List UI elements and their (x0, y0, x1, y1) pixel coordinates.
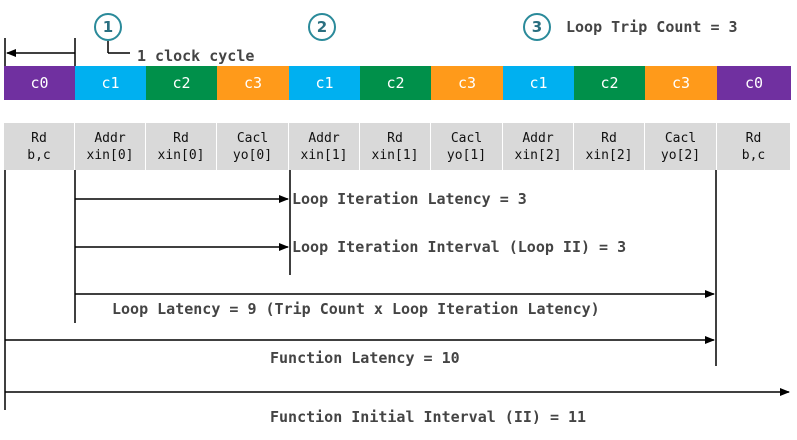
op-line1: Rd (601, 130, 617, 146)
op-line2: b,c (741, 147, 766, 163)
op-line2: xin[2] (585, 147, 633, 163)
op-line1: Cacl (236, 130, 269, 146)
cycle-label: c0 (744, 74, 764, 92)
marker-3: 3 (523, 13, 551, 41)
op-line1: Rd (31, 130, 47, 146)
cycle-label: c2 (600, 74, 619, 92)
function-latency-label: Function Latency = 10 (270, 349, 460, 367)
op-line1: Rd (387, 130, 403, 146)
loop-iteration-latency-label: Loop Iteration Latency = 3 (292, 190, 527, 208)
cycle-cell: c1 (289, 66, 360, 100)
cycle-label: c3 (671, 74, 691, 92)
op-line2: yo[0] (232, 147, 273, 163)
cycle-label: c2 (172, 74, 191, 92)
op-line1: Cacl (450, 130, 483, 146)
cycle-label: c1 (529, 74, 548, 92)
cycle-label: c1 (101, 74, 120, 92)
marker-2: 2 (308, 13, 336, 41)
function-ii-label: Function Initial Interval (II) = 11 (270, 408, 587, 426)
loop-iteration-interval-label: Loop Iteration Interval (Loop II) = 3 (292, 238, 627, 256)
cycle-cell: c2 (146, 66, 217, 100)
cycle-label: c2 (386, 74, 405, 92)
cycle-label: c0 (30, 74, 49, 92)
marker-2-number: 2 (316, 18, 328, 36)
op-line2: yo[1] (446, 147, 487, 163)
cycle-cell: c0 (4, 66, 75, 100)
op-line1: Addr (522, 130, 554, 146)
op-line2: xin[0] (157, 147, 205, 163)
op-line2: b,c (27, 147, 51, 163)
op-line2: xin[1] (371, 147, 419, 163)
op-line2: xin[2] (514, 147, 562, 163)
cycle-cell: c3 (645, 66, 717, 100)
cycle-cell: c3 (217, 66, 289, 100)
op-line1: Addr (308, 130, 340, 146)
cycle-cell: c1 (75, 66, 146, 100)
op-line2: xin[1] (300, 147, 348, 163)
clock-cycle-label: 1 clock cycle (137, 47, 255, 65)
cycle-cell: c2 (360, 66, 431, 100)
loop-latency-label: Loop Latency = 9 (Trip Count x Loop Iter… (112, 300, 600, 318)
trip-count-label: Loop Trip Count = 3 (566, 18, 738, 36)
op-line2: xin[0] (86, 147, 134, 163)
cycle-label: c1 (315, 74, 334, 92)
op-line1: Rd (173, 130, 189, 146)
marker-1: 1 (94, 13, 122, 41)
op-line2: yo[2] (660, 147, 701, 163)
cycle-cell: c3 (431, 66, 503, 100)
marker-3-number: 3 (531, 18, 543, 36)
op-line1: Addr (94, 130, 126, 146)
cycle-label: c3 (457, 74, 477, 92)
cycle-cell: c1 (503, 66, 574, 100)
op-line1: Rd (745, 130, 762, 146)
cycle-cell: c0 (717, 66, 791, 100)
marker-1-number: 1 (102, 18, 114, 36)
cycle-label: c3 (243, 74, 263, 92)
op-line1: Cacl (664, 130, 697, 146)
cycle-cell: c2 (574, 66, 645, 100)
